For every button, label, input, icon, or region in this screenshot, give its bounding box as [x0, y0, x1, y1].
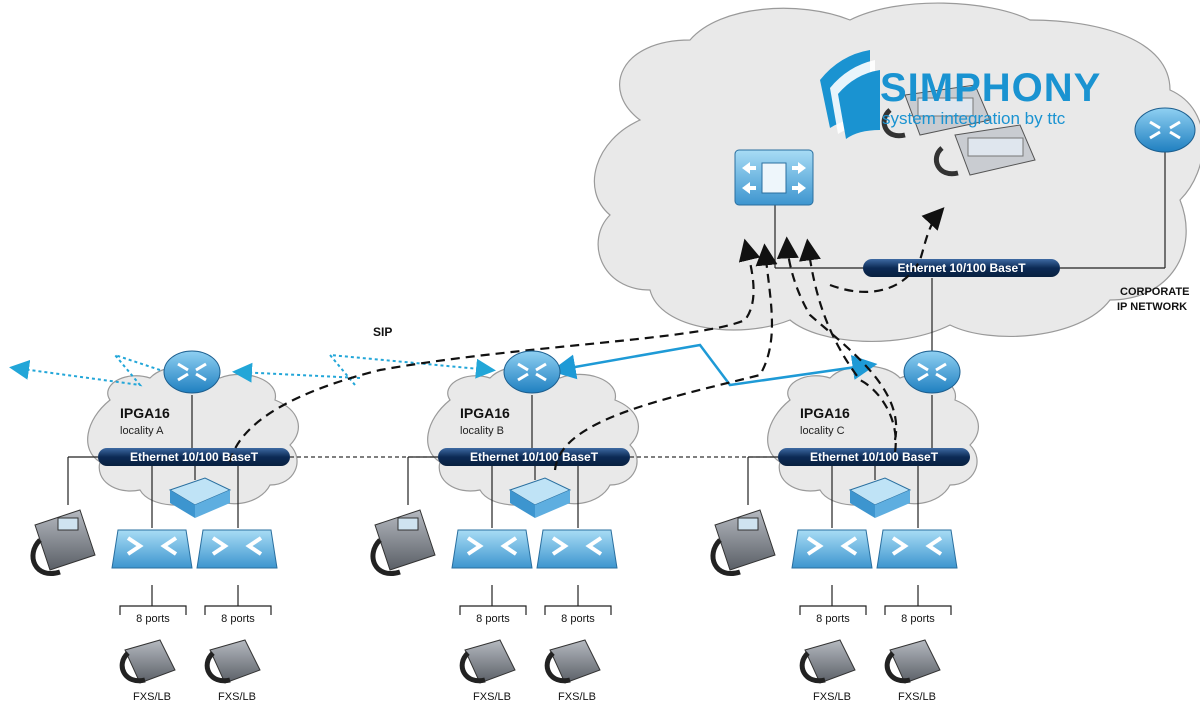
corporate-cloud: [593, 2, 1200, 342]
ports-label-c2: 8 ports: [901, 613, 935, 625]
corporate-label-line2: IP NETWORK: [1117, 301, 1188, 313]
brand-subtitle: system integration by ttc: [882, 109, 1066, 128]
ports-label-b1: 8 ports: [476, 613, 510, 625]
switch-icon-c: [848, 477, 912, 518]
analog-phone-icons: [119, 639, 941, 684]
locality-c-label: locality C: [800, 425, 845, 437]
router-icon-c: [903, 350, 961, 394]
agw-label-a2: AGW: [226, 569, 248, 579]
fxs-label-b2: FXS/LB: [558, 691, 596, 703]
operator-console-icon: [881, 84, 1036, 177]
core-ethernet-label: Ethernet 10/100 BaseT: [897, 261, 1026, 275]
router-icon-b: [503, 350, 561, 394]
agw-icons: [111, 529, 958, 569]
ports-label-c1: 8 ports: [816, 613, 850, 625]
router-icon-a: [163, 350, 221, 394]
brand-title: SIMPHONY: [880, 66, 1102, 110]
ports-label-a2: 8 ports: [221, 613, 255, 625]
locality-a-ethernet-label: Ethernet 10/100 BaseT: [129, 450, 259, 464]
call-server-icon: [734, 149, 814, 206]
fxs-label-c2: FXS/LB: [898, 691, 936, 703]
ports-label-a1: 8 ports: [136, 613, 170, 625]
locality-b-ethernet-label: Ethernet 10/100 BaseT: [469, 450, 599, 464]
agw-label-b1: AGW: [481, 569, 503, 579]
wiring: [67, 148, 1166, 615]
sip-signalling: [228, 207, 945, 471]
sip-label: SIP: [373, 325, 393, 339]
fxs-label-a2: FXS/LB: [218, 691, 256, 703]
switch-icon-a: [168, 477, 232, 518]
locality-b-name: IPGA16: [460, 405, 510, 421]
agw-label-a1: AGW: [141, 569, 163, 579]
ip-phone-icon-c: [710, 509, 776, 576]
locality-c-ethernet-label: Ethernet 10/100 BaseT: [809, 450, 939, 464]
fxs-label-a1: FXS/LB: [133, 691, 171, 703]
agw-label-c1: AGW: [821, 569, 843, 579]
ip-phone-icon-b: [370, 509, 436, 576]
locality-a-label: locality A: [120, 425, 164, 437]
corporate-label-line1: CORPORATE: [1120, 286, 1190, 298]
locality-c-name: IPGA16: [800, 405, 850, 421]
locality-b-label: locality B: [460, 425, 505, 437]
agw-label-c2: AGW: [906, 569, 928, 579]
ethernet-buses: [98, 259, 1060, 466]
ip-phone-icon-a: [30, 509, 96, 576]
agw-label-b2: AGW: [566, 569, 588, 579]
fxs-label-b1: FXS/LB: [473, 691, 511, 703]
router-icon-core: [1134, 107, 1196, 153]
ports-label-b2: 8 ports: [561, 613, 595, 625]
simphony-logo-icon: [820, 50, 880, 139]
fxs-label-c1: FXS/LB: [813, 691, 851, 703]
locality-a-name: IPGA16: [120, 405, 170, 421]
switch-icon-b: [508, 477, 572, 518]
wan-links: [9, 343, 878, 387]
